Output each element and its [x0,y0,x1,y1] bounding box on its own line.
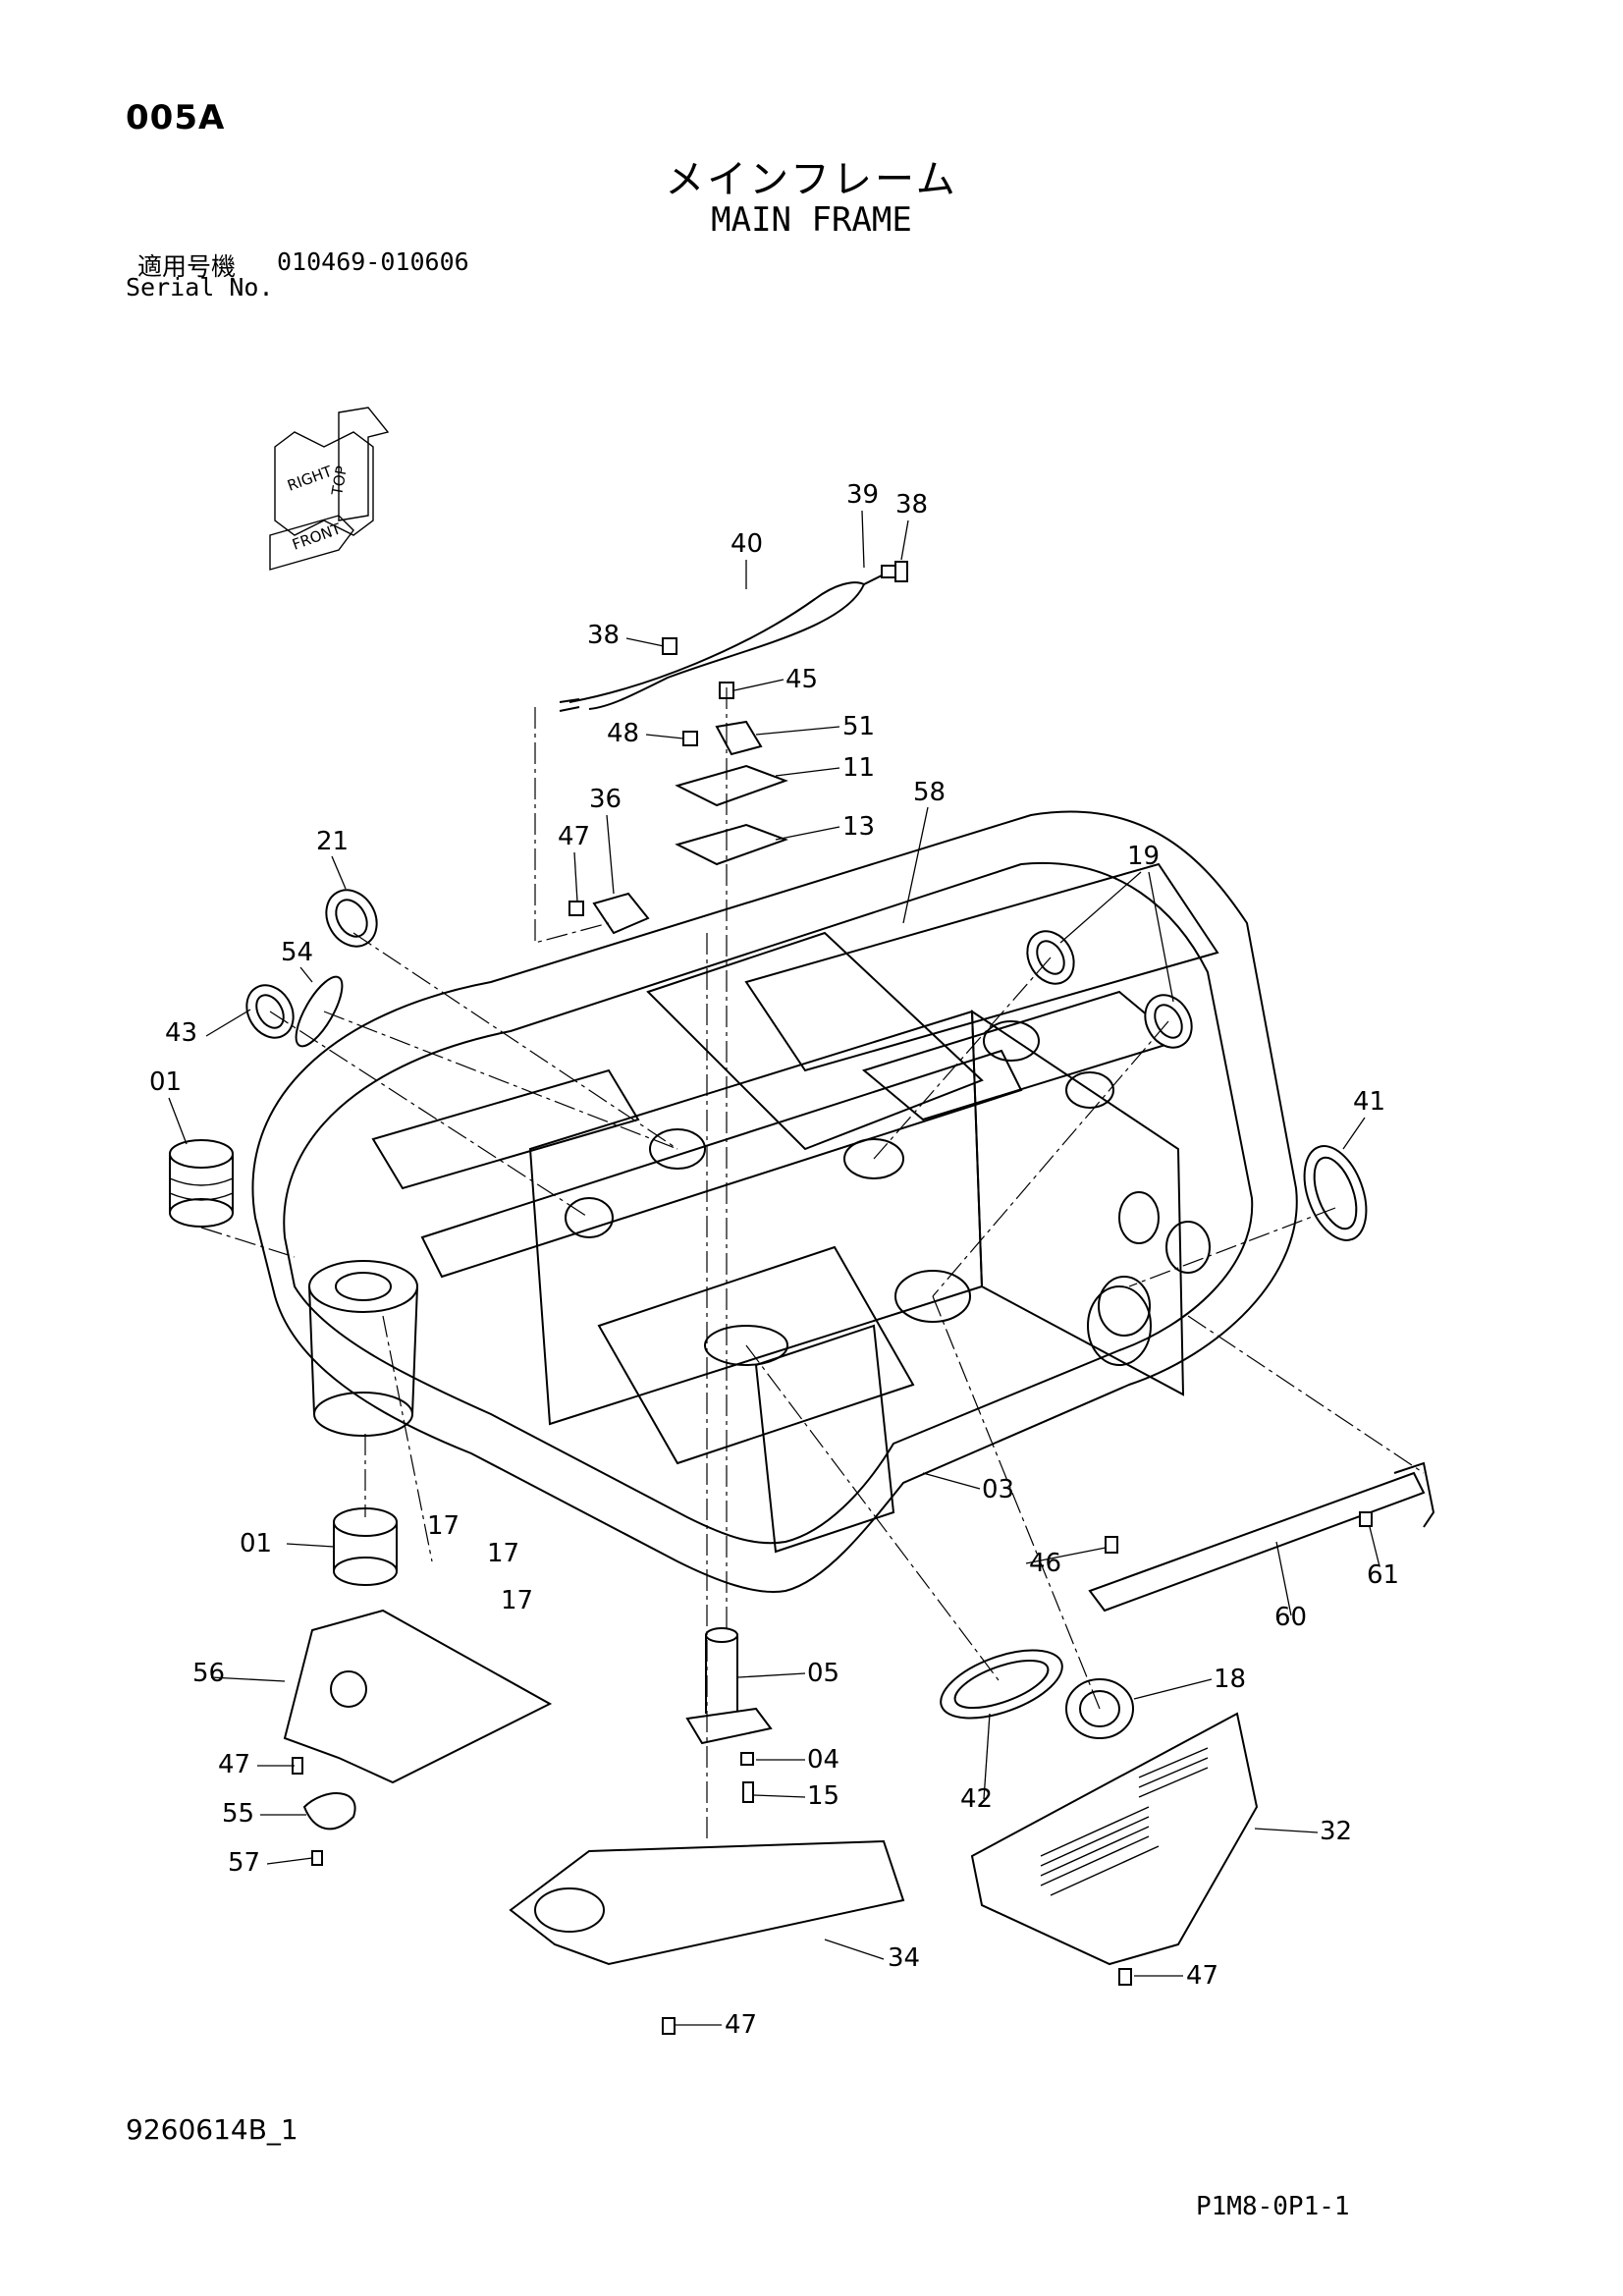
leader-lines [168,510,1380,2026]
callout-61: 61 [1367,1560,1399,1590]
callout-38-left: 38 [587,621,620,650]
callout-13: 13 [842,812,875,842]
callout-42: 42 [960,1784,993,1814]
title-english: MAIN FRAME [711,200,912,240]
callout-19: 19 [1127,842,1160,871]
cover-56 [283,1609,553,1866]
serial-label-japanese: 適用号機 [137,252,237,281]
callout-39: 39 [846,480,879,510]
callout-labels: 39 38 40 38 45 48 51 11 13 58 36 47 21 1… [149,480,1399,2040]
callout-38-top: 38 [895,490,928,519]
callout-03: 03 [982,1475,1014,1504]
grille-slots [1040,1747,1209,1896]
callout-17-b: 17 [487,1539,519,1568]
callout-57: 57 [228,1848,260,1878]
callout-32: 32 [1320,1817,1352,1846]
callout-17-c: 17 [501,1586,533,1615]
page-code: 005A [126,98,226,137]
callout-01-top: 01 [149,1067,182,1097]
callout-40: 40 [730,529,763,559]
serial-range: 010469-010606 [277,247,469,276]
alignment-lines [200,687,1425,1841]
serial-label-english: Serial No. [126,273,274,301]
callout-51: 51 [842,712,875,741]
callout-17-a: 17 [427,1511,460,1541]
callout-60: 60 [1274,1603,1307,1632]
callout-18: 18 [1214,1665,1246,1694]
callout-56: 56 [192,1659,225,1688]
callout-48: 48 [607,719,639,748]
callout-41: 41 [1353,1087,1385,1117]
callout-54: 54 [281,938,313,967]
wire-harness [559,561,908,712]
grille-cover-32 [970,1712,1259,1986]
callout-46: 46 [1029,1549,1061,1578]
under-cover-34 [509,1839,905,2035]
orientation-label-right: RIGHT [285,463,335,495]
callout-21: 21 [316,827,349,856]
grommets-right [1026,930,1368,1241]
callout-47-right: 47 [1186,1961,1218,1991]
callout-47-upper: 47 [558,822,590,851]
orientation-label-top: TOP [328,465,351,498]
callout-34: 34 [888,1943,920,1973]
callout-04: 04 [807,1745,839,1775]
pin-05 [685,1627,773,1803]
frame-body [251,810,1298,1593]
callout-36: 36 [589,785,622,814]
orientation-key-icon: TOP RIGHT FRONT [269,407,390,571]
callout-15: 15 [807,1781,839,1811]
page-reference: P1M8-0P1-1 [1196,2192,1350,2221]
title-japanese: メインフレーム [665,157,958,202]
callout-55: 55 [222,1799,254,1829]
drawing-number: 9260614B_1 [126,2113,298,2146]
callout-01-bottom: 01 [240,1529,272,1558]
callout-47-left: 47 [218,1750,250,1779]
grommets-lower [940,1649,1134,1739]
callout-11: 11 [842,753,875,783]
bushing-01-top [169,1139,234,1228]
callout-58: 58 [913,778,946,807]
callout-05: 05 [807,1659,839,1688]
callout-43: 43 [165,1018,197,1048]
callout-45: 45 [785,665,818,694]
bushing-01-bottom [333,1507,398,1586]
swing-post [308,1260,418,1437]
callout-47-bottom: 47 [725,2010,757,2040]
support-bar-60 [1088,1461,1435,1613]
bracket-and-plates [568,682,788,935]
